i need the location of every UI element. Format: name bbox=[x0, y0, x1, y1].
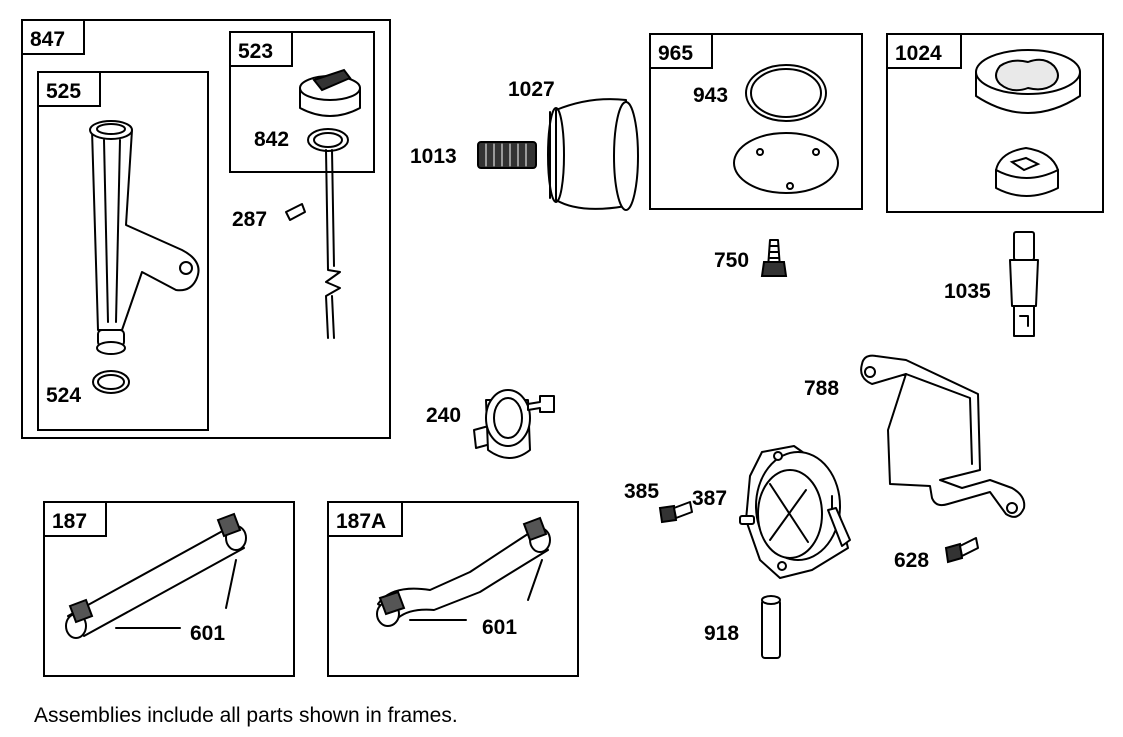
oil-filter: 1027 bbox=[508, 78, 639, 211]
frame-525: 525 bbox=[37, 71, 209, 431]
o-ring-524: 524 bbox=[46, 370, 130, 407]
frame-187A: 187A bbox=[327, 501, 579, 677]
frame-847-label: 847 bbox=[30, 28, 65, 51]
part-524-label: 524 bbox=[46, 384, 81, 407]
frame-525-label: 525 bbox=[46, 80, 81, 103]
footnote: Assemblies include all parts shown in fr… bbox=[34, 704, 458, 727]
part-628-label: 628 bbox=[894, 549, 929, 572]
part-788-label: 788 bbox=[804, 377, 839, 400]
screw-628: 628 bbox=[894, 537, 979, 572]
part-240-label: 240 bbox=[426, 404, 461, 427]
dipstick-tube bbox=[89, 120, 200, 355]
pin-918: 918 bbox=[704, 595, 781, 659]
part-287-label: 287 bbox=[232, 208, 267, 231]
frame-965-label: 965 bbox=[658, 42, 693, 65]
part-1035-label: 1035 bbox=[944, 280, 991, 303]
frame-187: 187 bbox=[43, 501, 295, 677]
fuel-pump bbox=[739, 445, 851, 579]
fuel-filter-240: 240 bbox=[426, 389, 555, 459]
pump-shaft-1035: 1035 bbox=[944, 231, 1039, 337]
frame-847: 847 bbox=[21, 19, 391, 439]
frame-523: 523 bbox=[229, 31, 375, 173]
filter-nipple: 1013 bbox=[410, 141, 537, 169]
frame-965: 965 bbox=[649, 33, 863, 210]
part-601b-label: 601 bbox=[482, 616, 517, 639]
bracket-788: 788 bbox=[804, 354, 1026, 518]
frame-1024: 1024 bbox=[886, 33, 1104, 213]
oil-pump-rotor-inner bbox=[995, 147, 1059, 197]
part-750-label: 750 bbox=[714, 249, 749, 272]
frame-523-label: 523 bbox=[238, 40, 273, 63]
part-918-label: 918 bbox=[704, 622, 739, 645]
part-943-label: 943 bbox=[693, 84, 728, 107]
bolt-750: 750 bbox=[714, 239, 788, 277]
fuel-line-187: 601 bbox=[65, 512, 247, 645]
screw-287: 287 bbox=[232, 203, 306, 231]
oil-pump-rotor-outer bbox=[975, 49, 1081, 114]
dipstick-rod bbox=[325, 149, 341, 339]
fuel-line-187A: 601 bbox=[376, 516, 551, 639]
part-387-label: 387 bbox=[692, 487, 727, 510]
frame-187A-label: 187A bbox=[336, 510, 386, 533]
part-842-label: 842 bbox=[254, 128, 289, 151]
part-1027-label: 1027 bbox=[508, 78, 555, 101]
frame-1024-label: 1024 bbox=[895, 42, 942, 65]
dipstick-cap: 842 bbox=[254, 68, 361, 152]
adapter-plate bbox=[733, 132, 839, 194]
part-601a-label: 601 bbox=[190, 622, 225, 645]
gasket-943: 943 bbox=[693, 64, 827, 122]
screw-385-387: 385 387 bbox=[624, 480, 727, 524]
frame-187-label: 187 bbox=[52, 510, 87, 533]
part-385-label: 385 bbox=[624, 480, 659, 503]
part-1013-label: 1013 bbox=[410, 145, 457, 168]
